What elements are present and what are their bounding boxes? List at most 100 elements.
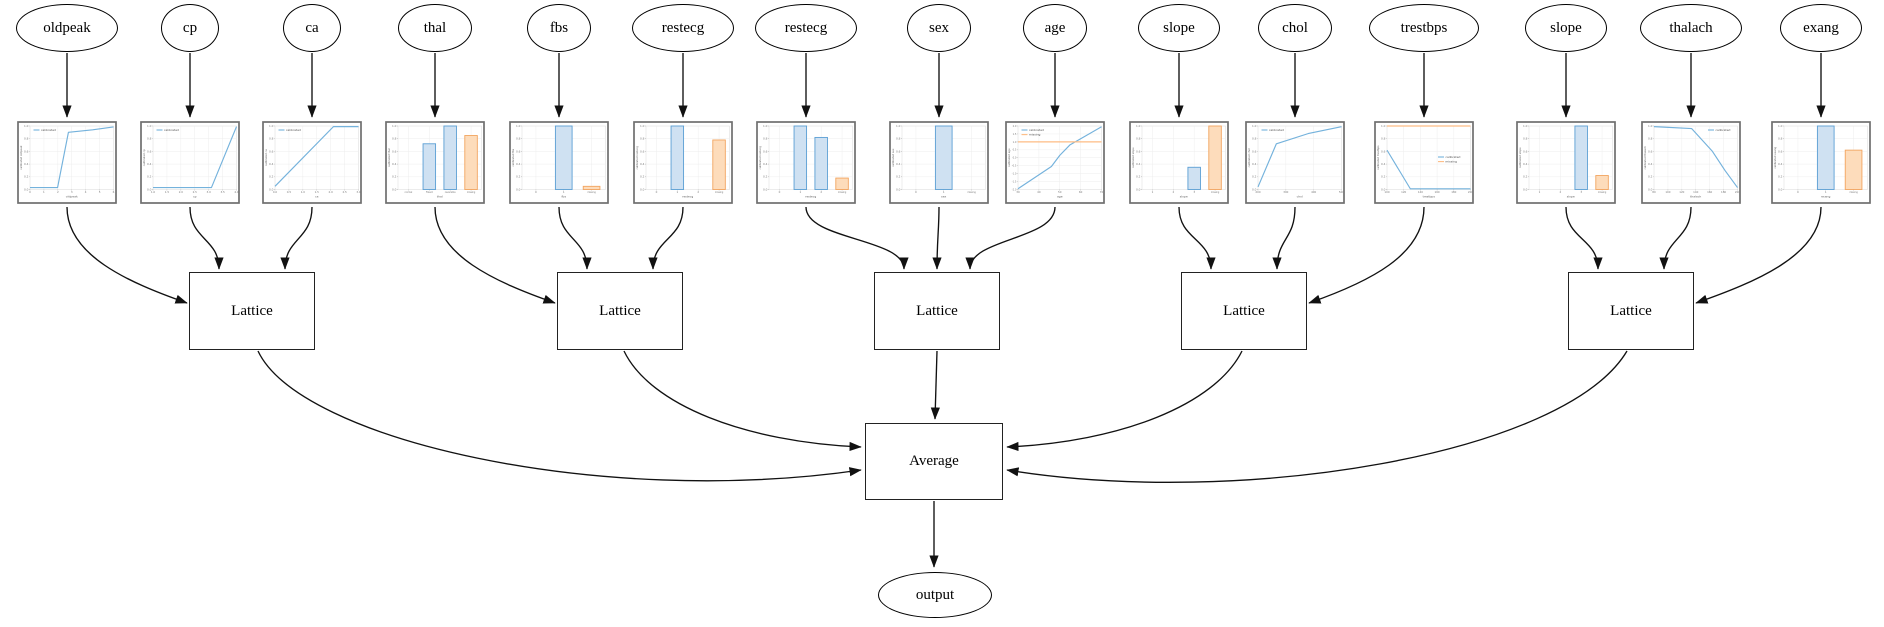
- svg-text:2.5: 2.5: [193, 190, 198, 194]
- svg-text:0.8: 0.8: [896, 137, 901, 141]
- feature-node-restecg-5: restecg: [632, 4, 734, 52]
- svg-text:calibrated exang: calibrated exang: [1773, 146, 1777, 168]
- svg-text:0.4: 0.4: [1136, 162, 1141, 166]
- svg-text:0.8: 0.8: [24, 137, 29, 141]
- svg-text:calibrated: calibrated: [1029, 128, 1044, 132]
- svg-text:500: 500: [1339, 190, 1344, 194]
- svg-text:1.0: 1.0: [1013, 141, 1017, 144]
- feature-node-label: cp: [182, 19, 198, 36]
- lattice-node-1: Lattice: [189, 272, 315, 350]
- svg-text:1: 1: [943, 190, 945, 194]
- svg-text:0.8: 0.8: [1778, 137, 1783, 141]
- svg-text:0.6: 0.6: [763, 149, 768, 153]
- svg-text:160: 160: [1435, 190, 1440, 194]
- svg-text:1.0: 1.0: [392, 124, 397, 128]
- svg-text:missing: missing: [467, 191, 476, 194]
- svg-text:2: 2: [1559, 190, 1561, 194]
- svg-text:calibrated: calibrated: [164, 128, 179, 132]
- svg-text:age: age: [1057, 195, 1063, 199]
- svg-text:fixed: fixed: [426, 190, 433, 194]
- feature-node-sex-7: sex: [907, 4, 971, 52]
- svg-text:2: 2: [697, 190, 699, 194]
- svg-text:0.4: 0.4: [392, 162, 397, 166]
- feature-node-slope-12: slope: [1524, 4, 1608, 52]
- svg-text:0.6: 0.6: [392, 149, 397, 153]
- svg-text:0.0: 0.0: [24, 187, 29, 191]
- svg-text:calibrated thalach: calibrated thalach: [1643, 146, 1647, 170]
- svg-text:0.0: 0.0: [1648, 187, 1653, 191]
- svg-text:0.6: 0.6: [1523, 149, 1528, 153]
- svg-text:0.4: 0.4: [1778, 162, 1783, 166]
- output-node-label: output: [915, 586, 955, 603]
- svg-text:-1.5: -1.5: [1012, 180, 1017, 183]
- feature-node-ca-2: ca: [283, 4, 341, 52]
- feature-node-thalach-13: thalach: [1640, 4, 1742, 52]
- svg-text:ca: ca: [315, 195, 319, 199]
- svg-text:200: 200: [1735, 190, 1740, 194]
- svg-text:0: 0: [535, 190, 537, 194]
- svg-text:0.0: 0.0: [1778, 187, 1783, 191]
- svg-text:0.2: 0.2: [1778, 175, 1783, 179]
- svg-text:reversible: reversible: [445, 191, 456, 194]
- svg-text:sex: sex: [941, 195, 946, 199]
- svg-text:0.8: 0.8: [269, 137, 274, 141]
- svg-text:0.2: 0.2: [392, 175, 397, 179]
- feature-node-label: thalach: [1669, 19, 1713, 36]
- svg-text:1.5: 1.5: [165, 190, 170, 194]
- svg-text:calibrated trestbps: calibrated trestbps: [1376, 145, 1380, 170]
- svg-text:missing: missing: [1211, 191, 1220, 194]
- output-node: output: [878, 572, 992, 618]
- svg-text:0.6: 0.6: [1252, 149, 1257, 153]
- svg-text:0.0: 0.0: [640, 187, 645, 191]
- svg-text:0.0: 0.0: [1136, 187, 1141, 191]
- feature-node-label: slope: [1163, 19, 1195, 36]
- svg-text:0.4: 0.4: [1648, 162, 1653, 166]
- svg-text:0.2: 0.2: [1381, 175, 1386, 179]
- svg-text:-2.0: -2.0: [1012, 188, 1017, 191]
- svg-text:0.6: 0.6: [896, 149, 901, 153]
- svg-text:2: 2: [57, 190, 59, 194]
- svg-text:3.0: 3.0: [207, 190, 212, 194]
- feature-node-age-8: age: [1023, 4, 1087, 52]
- svg-text:0.8: 0.8: [516, 137, 521, 141]
- svg-text:0.6: 0.6: [640, 149, 645, 153]
- svg-text:0.2: 0.2: [516, 175, 521, 179]
- svg-text:calibrated thal: calibrated thal: [387, 148, 391, 167]
- svg-text:missing: missing: [1029, 133, 1041, 137]
- svg-text:4: 4: [85, 190, 87, 194]
- svg-text:missing: missing: [1849, 191, 1858, 194]
- svg-text:120: 120: [1401, 190, 1406, 194]
- svg-text:calibrated age: calibrated age: [1007, 148, 1011, 167]
- svg-text:0.2: 0.2: [640, 175, 645, 179]
- svg-text:180: 180: [1451, 190, 1456, 194]
- svg-text:0.6: 0.6: [1136, 149, 1141, 153]
- feature-node-label: ca: [305, 19, 319, 36]
- feature-node-cp-1: cp: [161, 4, 219, 52]
- svg-text:0.0: 0.0: [516, 187, 521, 191]
- svg-text:0.2: 0.2: [896, 175, 901, 179]
- svg-text:100: 100: [1384, 190, 1389, 194]
- svg-text:0.6: 0.6: [269, 149, 274, 153]
- feature-node-label: restecg: [784, 19, 828, 36]
- feature-node-label: thal: [423, 19, 447, 36]
- feature-node-restecg-6: restecg: [755, 4, 857, 52]
- svg-text:3: 3: [71, 190, 73, 194]
- svg-text:fbs: fbs: [561, 195, 566, 199]
- svg-text:0.6: 0.6: [516, 149, 521, 153]
- svg-text:-0.5: -0.5: [1012, 165, 1017, 168]
- svg-text:missing: missing: [587, 191, 596, 194]
- svg-text:0.0: 0.0: [1252, 187, 1257, 191]
- svg-text:140: 140: [1418, 190, 1423, 194]
- svg-text:2.0: 2.0: [329, 190, 334, 194]
- lattice-node-5: Lattice: [1568, 272, 1694, 350]
- svg-text:calibrated cp: calibrated cp: [142, 149, 146, 166]
- svg-text:chol: chol: [1297, 195, 1303, 199]
- svg-text:1: 1: [676, 190, 678, 194]
- svg-text:0.0: 0.0: [1013, 157, 1017, 160]
- svg-text:1.0: 1.0: [269, 124, 274, 128]
- svg-text:1: 1: [1825, 190, 1827, 194]
- svg-text:0.4: 0.4: [640, 162, 645, 166]
